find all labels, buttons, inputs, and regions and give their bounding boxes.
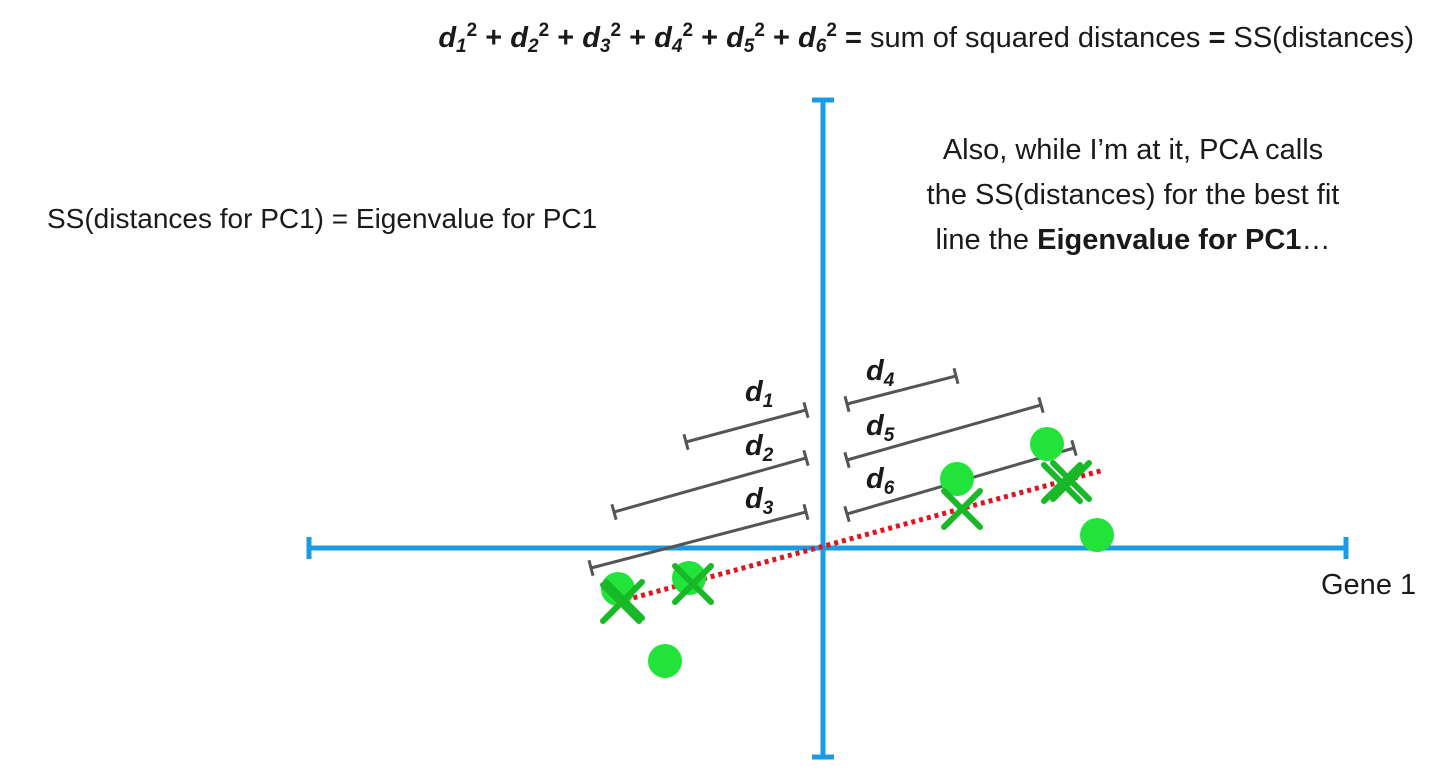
- distance-bar-d3-lower-start-tick: [587, 559, 595, 577]
- projected-point-2-stroke-b: [672, 563, 714, 605]
- explanation-line-3: line the Eigenvalue for PC1…: [935, 224, 1331, 256]
- distance-bar-d3-end-tick: [802, 449, 810, 467]
- explanation-line-1: Also, while I’m at it, PCA calls: [942, 134, 1324, 166]
- eq-middle-text: sum of squared distances: [869, 22, 1201, 54]
- data-point-5: [1030, 427, 1064, 461]
- eq-term-d5: d52: [726, 20, 765, 57]
- data-point-4: [940, 462, 974, 496]
- projected-point-4-stroke-b: [941, 488, 983, 530]
- sum-of-squares-equation: d12 + d22 + d32 + d42 + d52 + d62 = sum …: [0, 20, 1440, 57]
- distance-label-d6: d6: [866, 463, 895, 499]
- projected-point-6-stroke-b: [1050, 460, 1092, 502]
- distance-bars: [587, 367, 1078, 577]
- eq-term-d2: d22: [510, 20, 550, 57]
- distance-bar-d5-end-tick: [1037, 396, 1045, 414]
- distance-bar-d3: [613, 456, 807, 514]
- explanation-line-2: the SS(distances) for the best fit: [926, 179, 1340, 211]
- eq-plus-3: +: [629, 22, 647, 54]
- eigenvalue-definition: SS(distances for PC1) = Eigenvalue for P…: [47, 203, 598, 234]
- eq-plus-1: +: [485, 22, 503, 54]
- distance-bar-d5: [846, 403, 1042, 462]
- eq-term-d4: d42: [654, 20, 694, 57]
- distance-bar-d4: [846, 374, 957, 406]
- distance-label-d1: d1: [745, 376, 774, 412]
- distance-bar-d3-lower-end-tick: [802, 503, 810, 521]
- x-axis-label: Gene 1: [1321, 569, 1417, 601]
- distance-bar-d2: [685, 408, 807, 444]
- eq-plus-4: +: [701, 22, 719, 54]
- axes: [306, 97, 1349, 760]
- projected-point-3-stroke-b: [600, 582, 642, 624]
- distance-bar-d2-start-tick: [682, 433, 690, 451]
- eq-right-text: SS(distances): [1233, 22, 1414, 54]
- projected-point-5-stroke-b: [1041, 462, 1083, 504]
- distance-label-d4: d4: [866, 355, 895, 391]
- distance-label-d2: d2: [745, 430, 774, 466]
- data-point-3: [648, 644, 682, 678]
- distance-label-d3: d3: [745, 483, 774, 519]
- distance-bar-d6-end-tick: [1070, 439, 1078, 457]
- distance-bar-d3-lower: [590, 510, 807, 570]
- data-point-6: [1080, 518, 1114, 552]
- eq-term-d6: d62: [798, 20, 837, 57]
- eq-plus-2: +: [557, 22, 575, 54]
- distance-label-d5: d5: [866, 410, 895, 446]
- eq-equals-2: =: [1208, 22, 1226, 54]
- distance-bar-d4-end-tick: [952, 367, 960, 385]
- eigenvalue-explanation: Also, while I’m at it, PCA calls the SS(…: [848, 128, 1418, 263]
- distance-bar-d2-end-tick: [802, 401, 810, 419]
- distance-bar-d5-start-tick: [843, 451, 851, 469]
- eq-plus-5: +: [773, 22, 790, 54]
- projected-points: [600, 460, 1092, 624]
- eq-term-d3: d32: [582, 20, 622, 57]
- distance-bar-d4-start-tick: [843, 395, 851, 413]
- distance-bar-d6-start-tick: [843, 505, 851, 523]
- eq-equals-1: =: [844, 22, 862, 54]
- eq-term-d1: d12: [438, 20, 478, 57]
- data-points: [601, 427, 1114, 678]
- eigenvalue-term: Eigenvalue for PC1: [1037, 224, 1302, 256]
- distance-bar-d3-start-tick: [610, 503, 618, 521]
